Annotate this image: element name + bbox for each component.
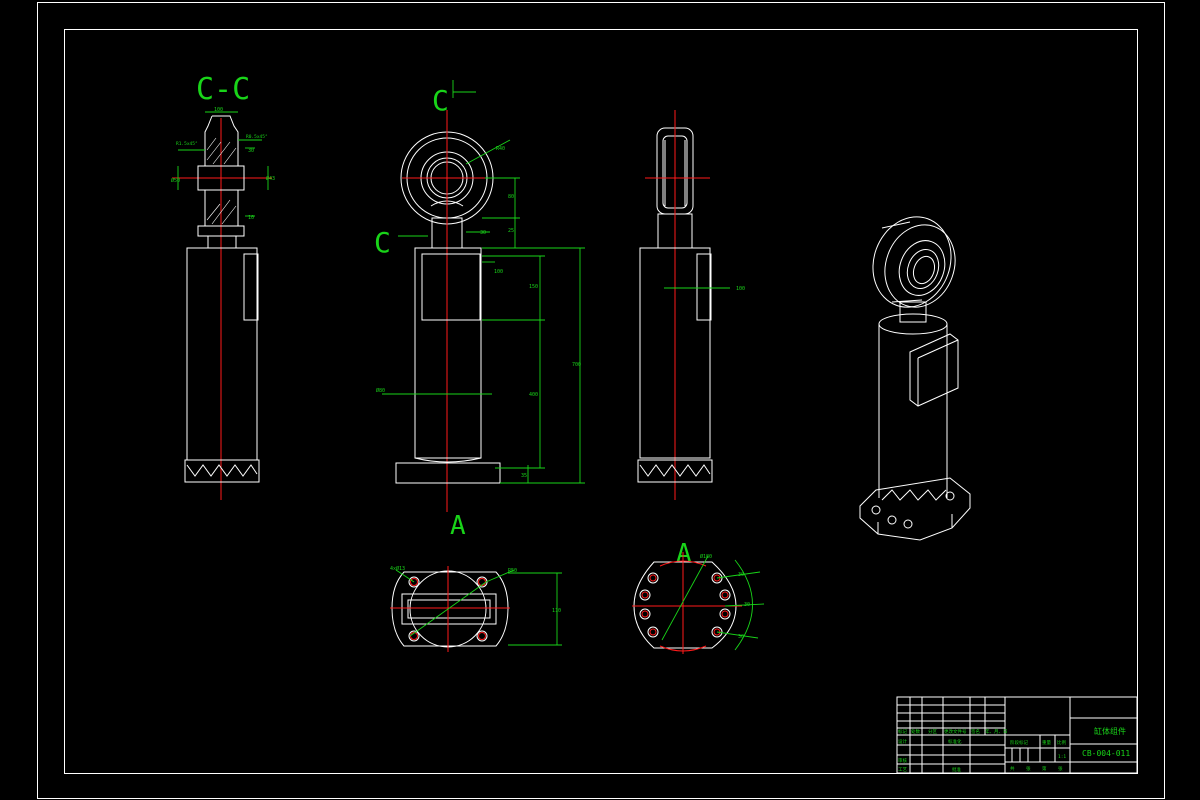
dim-cc-right-a: 30 (248, 148, 254, 154)
dim-front-total: 700 (572, 362, 581, 368)
dim-cc-top: 100 (214, 107, 223, 113)
tb-r1-0: 标记 (898, 728, 907, 735)
dim-front-v6: 35 (521, 473, 527, 479)
tb-part-name: 缸体组件 (1094, 726, 1126, 736)
tb-r1-2: 分区 (928, 728, 937, 735)
dim-cc-left-small: R1.5x45° (176, 141, 198, 147)
tb-r2-2: 标准化 (948, 738, 962, 745)
tb-r5-2: 第 (1042, 765, 1047, 772)
dim-front-v4: 150 (529, 284, 538, 290)
dim-front-v3: 30 (480, 230, 486, 236)
inner-border (64, 29, 1138, 774)
dim-bottom-left-a: 4xØ13 (390, 565, 405, 572)
tb-r1-5: 年、月、日 (985, 728, 1008, 735)
dim-bottom-right-a: Ø180 (700, 553, 712, 560)
section-view-cc: C-C 100 R1 (171, 72, 275, 500)
tb-approve: 批准 (952, 766, 961, 773)
tb-r5-0: 共 (1010, 765, 1015, 772)
dim-front-r: R40 (496, 146, 505, 152)
isometric-view (859, 216, 971, 541)
bottom-view-left: 4xØ13 R50 110 (390, 565, 562, 652)
side-view: 100 (637, 110, 745, 500)
section-label-a-front: A (450, 511, 466, 541)
tb-r1-4: 签名 (971, 728, 980, 735)
section-title-cc: C-C (196, 72, 250, 107)
tb-r5-3: 张 (1058, 765, 1063, 772)
tb-r1-3: 更改文件号 (944, 728, 967, 735)
dim-bottom-left-c: 110 (552, 608, 561, 614)
outer-border (37, 2, 1165, 799)
dim-bottom-left-b: R50 (508, 568, 517, 574)
tb-r5-1: 张 (1026, 765, 1031, 772)
dim-cc-right-d: 10 (248, 215, 254, 221)
tb-r1-1: 处数 (911, 728, 920, 735)
tb-scale: 1:1 (1058, 754, 1066, 760)
dim-side: 100 (736, 286, 745, 292)
section-label-c-left: C (374, 226, 391, 259)
section-label-c-top: C (432, 84, 449, 117)
dim-front-v1: 80 (508, 194, 514, 200)
tb-drawing-no: CB-004-011 (1082, 749, 1130, 758)
dim-cc-right-small: R0.5x45° (246, 134, 268, 140)
dim-bottom-right-b: 30 (738, 572, 744, 578)
bottom-view-right: A Ø180 30 30 30 (632, 539, 765, 654)
dim-cc-left-b: Ø50 (171, 177, 180, 184)
tb-r3-2: 工艺 (898, 767, 907, 773)
section-label-a-bottom: A (676, 539, 692, 569)
dim-bottom-right-c: 30 (744, 602, 750, 608)
tb-r3-0: 审核 (898, 757, 907, 764)
dim-front-phi: Ø80 (376, 387, 385, 394)
tb-r4-2: 比例 (1057, 739, 1066, 746)
dim-bottom-right-d: 30 (738, 634, 744, 640)
dim-cc-right-c: Ø43 (266, 175, 275, 182)
tb-r2-0: 设计 (898, 738, 907, 745)
dim-front-h1: 100 (494, 269, 503, 275)
tb-r4-0: 阶段标记 (1010, 739, 1028, 746)
title-block: 标记 处数 分区 更改文件号 签名 年、月、日 设计 标准化 审核 工艺 批准 … (896, 696, 1138, 774)
front-view: C C (374, 80, 585, 541)
tb-r4-1: 重量 (1042, 739, 1051, 746)
dim-front-v5: 400 (529, 392, 538, 398)
dim-front-v2: 25 (508, 228, 514, 234)
